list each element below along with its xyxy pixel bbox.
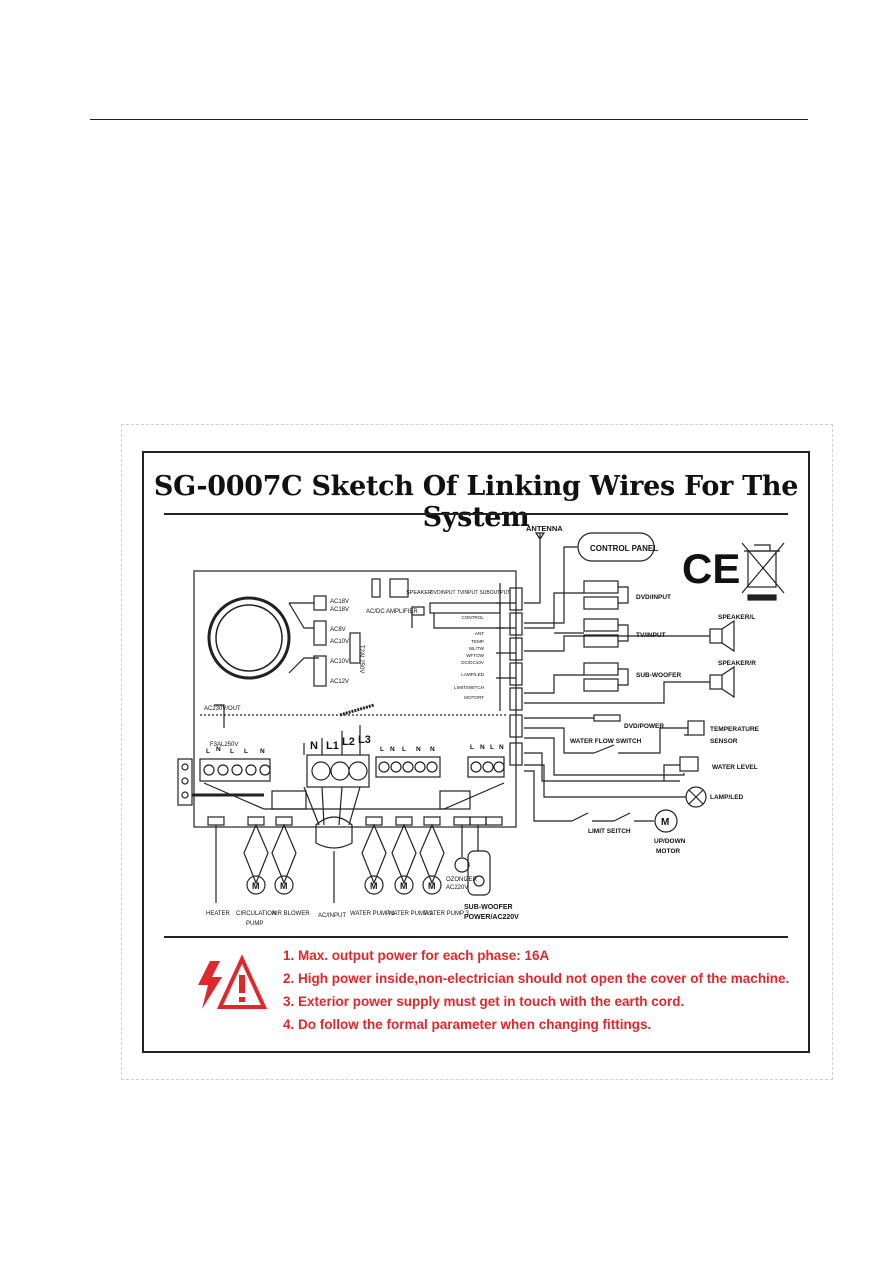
ac10v-label-1: AC10V (330, 639, 349, 645)
ac10v-label-2: AC10V (330, 659, 349, 665)
speaker-r-label: SPEAKER/R (718, 660, 756, 667)
terminal-l-2: L (230, 748, 234, 755)
circulation-pump-label-2: PUMP (246, 921, 263, 927)
figure-frame (121, 424, 833, 1080)
board-label-limit: LIMITSWITCH (454, 685, 484, 690)
warning-triangle-icon (216, 954, 268, 1009)
terminal-n-2: N (260, 748, 265, 755)
warning-line-2: 2. High power inside,non-electrician sho… (283, 971, 790, 986)
wiring-diagram: SG-0007C Sketch Of Linking Wires For The… (142, 451, 810, 1053)
warnings-rule (164, 936, 788, 938)
circulation-pump-motor-letter: M (252, 881, 260, 891)
terminal-n-4: N (416, 746, 421, 753)
motor-label: MOTOR (656, 848, 680, 855)
page-header-rule (90, 119, 808, 120)
warning-line-4: 4. Do follow the formal parameter when c… (283, 1017, 652, 1032)
board-label-lamp: LAMP/LED (461, 672, 484, 677)
water-pump-2-label: WATER PUMP 2 (388, 911, 434, 917)
fuse-label: F3AL250V (210, 742, 238, 748)
l3-label: L3 (358, 734, 371, 746)
board-label-wltw: WL/TW (469, 646, 485, 651)
wiring-schematic: CE ANTENNA CONTROL PANEL SPEAKER DVDINPU… (177, 524, 785, 1009)
board-label-temp: TEMP (471, 639, 484, 644)
board-label-ant: ANT (475, 631, 484, 636)
water-pump-1-label: WATER PUMP 1 (350, 911, 396, 917)
title-rule (164, 513, 788, 515)
terminal-l-7: L (490, 744, 494, 751)
board-label-dcdc: DC/DC10V (461, 660, 485, 665)
water-pump-3-motor-letter: M (428, 881, 436, 891)
water-pump-1-motor-letter: M (370, 881, 378, 891)
speaker-l-label: SPEAKER/L (718, 614, 755, 621)
terminal-n-6: N (480, 744, 485, 751)
terminal-n-1: N (216, 746, 221, 753)
temperature-sensor-label-2: SENSOR (710, 738, 738, 745)
sub-woofer-power-label-2: POWER/AC220V (464, 914, 519, 921)
speaker-label: SPEAKER (406, 590, 432, 596)
av-input-labels: DVDINPUT TVINPUT SUBOUTPUT (430, 590, 510, 596)
n-terminal-label: N (310, 740, 318, 752)
updown-motor-letter: M (661, 817, 669, 828)
terminal-l-3: L (244, 748, 248, 755)
water-flow-switch-label: WATER FLOW SWITCH (570, 738, 642, 745)
terminal-n-3: N (390, 746, 395, 753)
terminal-l-4: L (380, 746, 384, 753)
sub-woofer-label: SUB-WOOFER (636, 672, 681, 679)
transformer-ring (207, 596, 291, 680)
ac230v-out-label: AC230V/OUT (204, 706, 241, 712)
ce-mark: CE (682, 545, 740, 592)
dvd-input-label: DVD/INPUT (636, 594, 671, 601)
water-pump-2-motor-letter: M (400, 881, 408, 891)
terminal-l-1: L (206, 748, 210, 755)
board-label-motor: MOTORT (464, 695, 484, 700)
ozonizer-label-1: OZONIZER (446, 877, 478, 883)
lamp-led-label: LAMP/LED (710, 794, 744, 801)
warning-line-3: 3. Exterior power supply must get in tou… (283, 994, 685, 1009)
board-label-wftow: WFTOW (466, 653, 484, 658)
terminal-n-5: N (430, 746, 435, 753)
terminal-l-6: L (470, 744, 474, 751)
air-blower-label: AIR BLOWER (272, 911, 310, 917)
circulation-pump-label-1: CIRCULATION (236, 911, 276, 917)
lightning-icon (198, 961, 222, 1009)
amplifier-label: AMPLIFIER (386, 609, 418, 615)
dvd-power-label: DVD/POWER (624, 723, 664, 730)
l2-label: L2 (342, 736, 355, 748)
sub-woofer-power-label-1: SUB-WOOFER (464, 904, 513, 911)
heater-label: HEATER (206, 911, 231, 917)
temperature-sensor-label-1: TEMPERATURE (710, 726, 760, 733)
t2al-label: T2AL250V (358, 645, 364, 673)
diagram-title: SG-0007C Sketch Of Linking Wires For The… (153, 471, 799, 533)
up-down-label: UP/DOWN (654, 838, 686, 845)
water-level-label: WATER LEVEL (712, 764, 758, 771)
terminal-l-5: L (402, 746, 406, 753)
terminal-n-7: N (499, 744, 504, 751)
ac-input-label: AC/INPUT (318, 913, 346, 919)
ozonizer-label-2: AC220V (446, 885, 468, 891)
ac8v-label: AC8V (330, 627, 346, 633)
ac18v-label-2: AC18V (330, 607, 349, 613)
water-pump-3-label: WATER PUMP 3 (424, 911, 470, 917)
ac18v-label-1: AC18V (330, 599, 349, 605)
control-box (193, 570, 517, 828)
antenna-label: ANTENNA (526, 524, 563, 533)
air-blower-motor-letter: M (280, 881, 288, 891)
limit-switch-label: LIMIT SEITCH (588, 828, 631, 835)
tv-input-label: TV/INPUT (636, 632, 666, 639)
l1-label: L1 (326, 740, 339, 752)
ac12v-label: AC12V (330, 679, 349, 685)
control-panel-label: CONTROL PANEL (590, 544, 658, 553)
warning-line-1: 1. Max. output power for each phase: 16A (283, 948, 550, 963)
ac-dc-label: AC/DC (366, 609, 385, 615)
board-label-control: CONTROL (462, 615, 485, 620)
